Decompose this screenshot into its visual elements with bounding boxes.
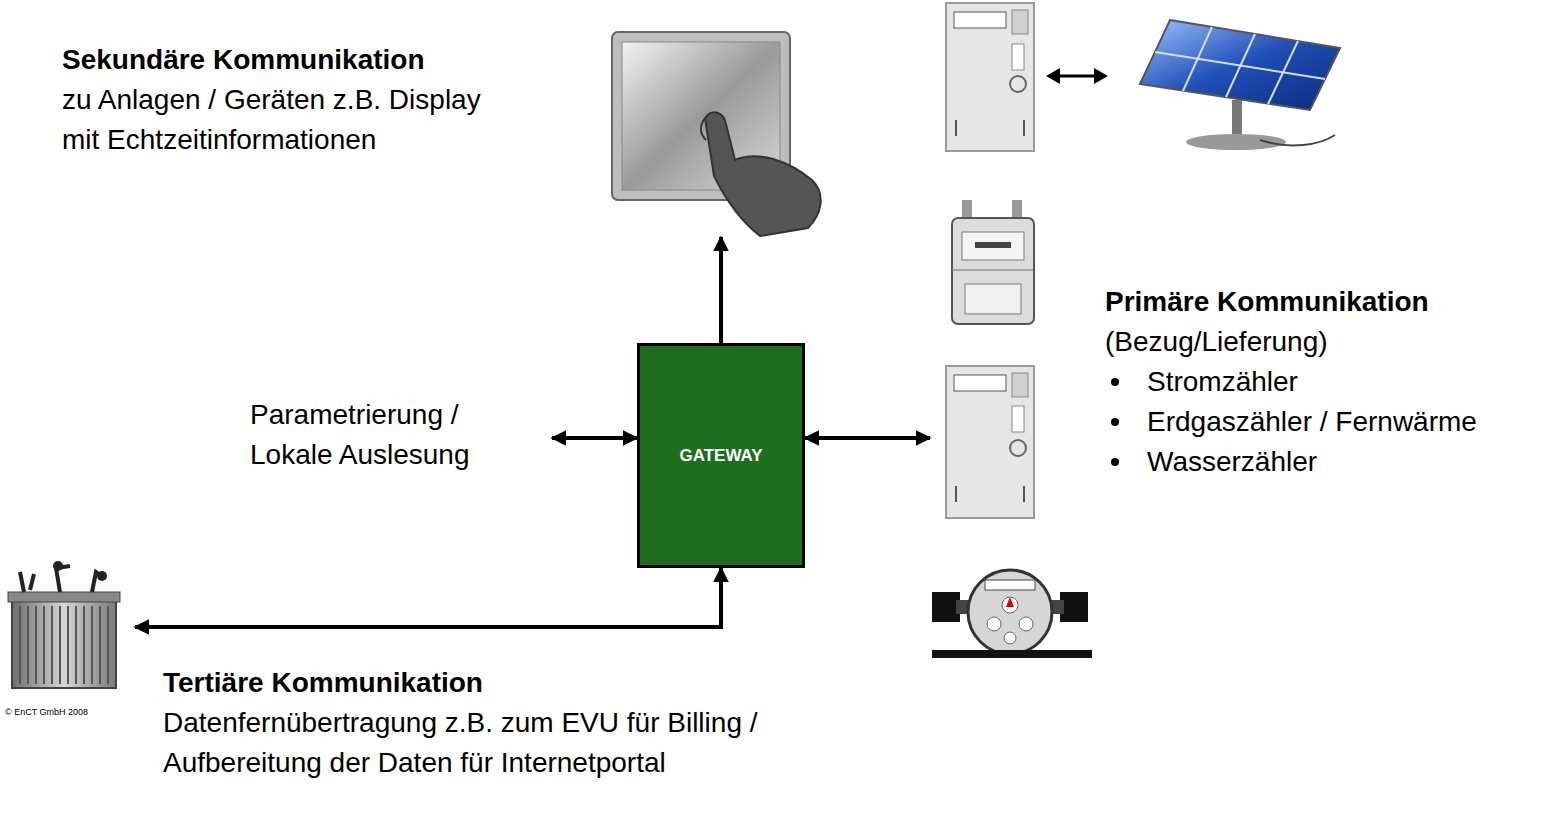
- meter-group: Primäre Kommunikation(Bezug/Lieferung)St…: [930, 190, 1095, 660]
- caption-block: Primäre Kommunikation(Bezug/Lieferung)St…: [1105, 282, 1535, 482]
- text-row: Sekundäre Kommunikation: [62, 40, 482, 80]
- cooling-fin: [83, 606, 85, 684]
- cooling-fin: [59, 606, 61, 684]
- transformer-group: Tertiäre KommunikationDatenfernübertragu…: [5, 570, 135, 695]
- body-text: Stromzähler: [1147, 362, 1298, 402]
- text-row: Stromzähler: [1105, 362, 1535, 402]
- cooling-fin: [35, 606, 37, 684]
- body-text: Erdgaszähler / Fernwärme: [1147, 402, 1477, 442]
- electricity-meter: [946, 366, 1034, 518]
- text-row: (Bezug/Lieferung): [1105, 322, 1535, 362]
- water-meter: [932, 570, 1092, 658]
- caption-block: Tertiäre KommunikationDatenfernübertragu…: [163, 663, 863, 783]
- body-text: Datenfernübertragung z.B. zum EVU für Bi…: [163, 703, 863, 783]
- solar-panel: [1140, 20, 1340, 150]
- body-text: Parametrierung / Lokale Auslesung: [250, 395, 540, 475]
- flow-arrow: [135, 568, 721, 627]
- flow-arrow: [719, 237, 723, 343]
- heading-text: Tertiäre Kommunikation: [163, 663, 863, 703]
- box-label: GATEWAY: [679, 436, 762, 476]
- cooling-fin: [91, 606, 93, 684]
- text-row: Erdgaszähler / Fernwärme: [1105, 402, 1535, 442]
- text-row: Tertiäre Kommunikation: [163, 663, 863, 703]
- transformer: [8, 561, 120, 688]
- cooling-fin: [67, 606, 69, 684]
- body-text: zu Anlagen / Geräten z.B. Display mit Ec…: [62, 80, 482, 160]
- copyright-note: © EnCT GmbH 2008: [5, 707, 88, 718]
- text-row: zu Anlagen / Geräten z.B. Display mit Ec…: [62, 80, 482, 160]
- gas-meter: [952, 200, 1034, 324]
- touch-display: [612, 32, 821, 236]
- body-text: Wasserzähler: [1147, 442, 1317, 482]
- text-row: Wasserzähler: [1105, 442, 1535, 482]
- cooling-fin: [19, 606, 21, 684]
- caption-block: Sekundäre Kommunikationzu Anlagen / Gerä…: [62, 40, 482, 160]
- text-row: Primäre Kommunikation: [1105, 282, 1535, 322]
- cooling-fin: [99, 606, 101, 684]
- feed-in-arrow: [1046, 68, 1108, 84]
- body-text: (Bezug/Lieferung): [1105, 322, 1535, 362]
- gateway-box: GATEWAY: [637, 343, 805, 568]
- bullet-dot: [1111, 458, 1119, 466]
- production-meter: [946, 3, 1034, 151]
- bullet-dot: [1111, 418, 1119, 426]
- text-row: GATEWAY: [679, 436, 762, 476]
- bullet-dot: [1111, 378, 1119, 386]
- text-row: Datenfernübertragung z.B. zum EVU für Bi…: [163, 703, 863, 783]
- flow-arrow: [552, 436, 637, 440]
- cooling-fin: [27, 606, 29, 684]
- cooling-fin: [43, 606, 45, 684]
- text-row: Parametrierung / Lokale Auslesung: [250, 395, 540, 475]
- cooling-fin: [75, 606, 77, 684]
- display-group: Sekundäre Kommunikationzu Anlagen / Gerä…: [600, 25, 830, 237]
- local-access: Parametrierung / Lokale Auslesung: [250, 395, 540, 475]
- cooling-fin: [107, 606, 109, 684]
- flow-arrow: [805, 436, 930, 440]
- cooling-fin: [51, 606, 53, 684]
- heading-text: Sekundäre Kommunikation: [62, 40, 482, 80]
- heading-text: Primäre Kommunikation: [1105, 282, 1535, 322]
